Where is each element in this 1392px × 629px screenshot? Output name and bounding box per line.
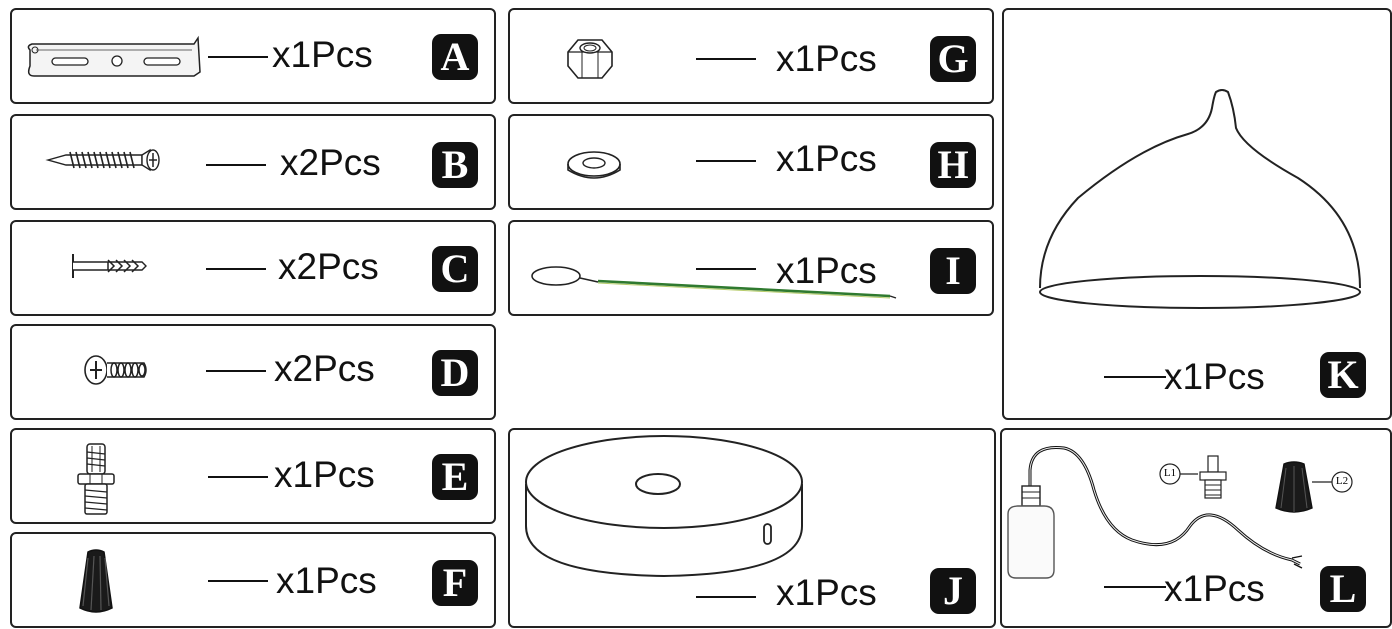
leader-line (208, 56, 268, 58)
socket-cord-icon (1007, 445, 1303, 579)
part-panel-l: L1 L2 x1Pcs L (1000, 428, 1392, 628)
leader-line (696, 268, 756, 270)
leader-line (696, 58, 756, 60)
part-letter-badge: L (1320, 566, 1366, 612)
quantity-label: x1Pcs (1164, 568, 1265, 609)
quantity-label: x1Pcs (776, 38, 877, 79)
leader-line (206, 164, 266, 166)
crossbar-bracket-icon (27, 35, 201, 77)
leader-line (208, 580, 268, 582)
part-panel-f: x1Pcs F (10, 532, 496, 628)
part-letter-badge: C (432, 246, 478, 292)
part-letter-badge: A (432, 34, 478, 80)
leader-line (208, 476, 268, 478)
part-panel-i: x1Pcs I (508, 220, 994, 316)
wire-nut-icon (79, 549, 113, 613)
leader-line (696, 160, 756, 162)
l1-label: L1 (1163, 467, 1177, 479)
part-letter-badge: G (930, 36, 976, 82)
part-panel-j: x1Pcs J (508, 428, 996, 628)
part-letter-badge: E (432, 454, 478, 500)
quantity-label: x1Pcs (1164, 356, 1265, 397)
part-letter-badge: H (930, 142, 976, 188)
part-panel-h: x1Pcs H (508, 114, 994, 210)
leader-line (1104, 376, 1166, 378)
washer-icon (567, 151, 621, 179)
leader-line (206, 268, 266, 270)
part-letter-badge: K (1320, 352, 1366, 398)
part-panel-d: x2Pcs D (10, 324, 496, 420)
part-letter-badge: I (930, 248, 976, 294)
quantity-label: x2Pcs (274, 348, 375, 389)
quantity-label: x1Pcs (776, 572, 877, 613)
threaded-nipple-icon (77, 443, 115, 515)
quantity-label: x1Pcs (276, 560, 377, 601)
quantity-label: x2Pcs (278, 246, 379, 287)
leader-line (1104, 586, 1166, 588)
part-letter-badge: D (432, 350, 478, 396)
l2-wire-nut-icon (1275, 461, 1353, 513)
part-panel-c: x2Pcs C (10, 220, 496, 316)
quantity-label: x1Pcs (272, 34, 373, 75)
leader-line (206, 370, 266, 372)
part-letter-badge: J (930, 568, 976, 614)
l2-label: L2 (1335, 475, 1349, 487)
hex-nut-icon (567, 39, 613, 79)
pendant-shade-icon (1039, 89, 1361, 309)
wall-anchor-icon (72, 254, 147, 278)
part-panel-a: x1Pcs A (10, 8, 496, 104)
wood-screw-icon (45, 148, 160, 172)
l1-threaded-nipple-icon (1159, 455, 1227, 499)
part-panel-g: x1Pcs G (508, 8, 994, 104)
machine-screw-icon (84, 355, 147, 385)
part-panel-e: x1Pcs E (10, 428, 496, 524)
part-panel-b: x2Pcs B (10, 114, 496, 210)
leader-line (696, 596, 756, 598)
ceiling-canopy-icon (525, 435, 803, 578)
part-letter-badge: F (432, 560, 478, 606)
quantity-label: x1Pcs (274, 454, 375, 495)
ground-wire-icon (531, 266, 897, 299)
quantity-label: x1Pcs (776, 138, 877, 179)
part-panel-k: x1Pcs K (1002, 8, 1392, 420)
quantity-label: x2Pcs (280, 142, 381, 183)
part-letter-badge: B (432, 142, 478, 188)
quantity-label: x1Pcs (776, 250, 877, 291)
